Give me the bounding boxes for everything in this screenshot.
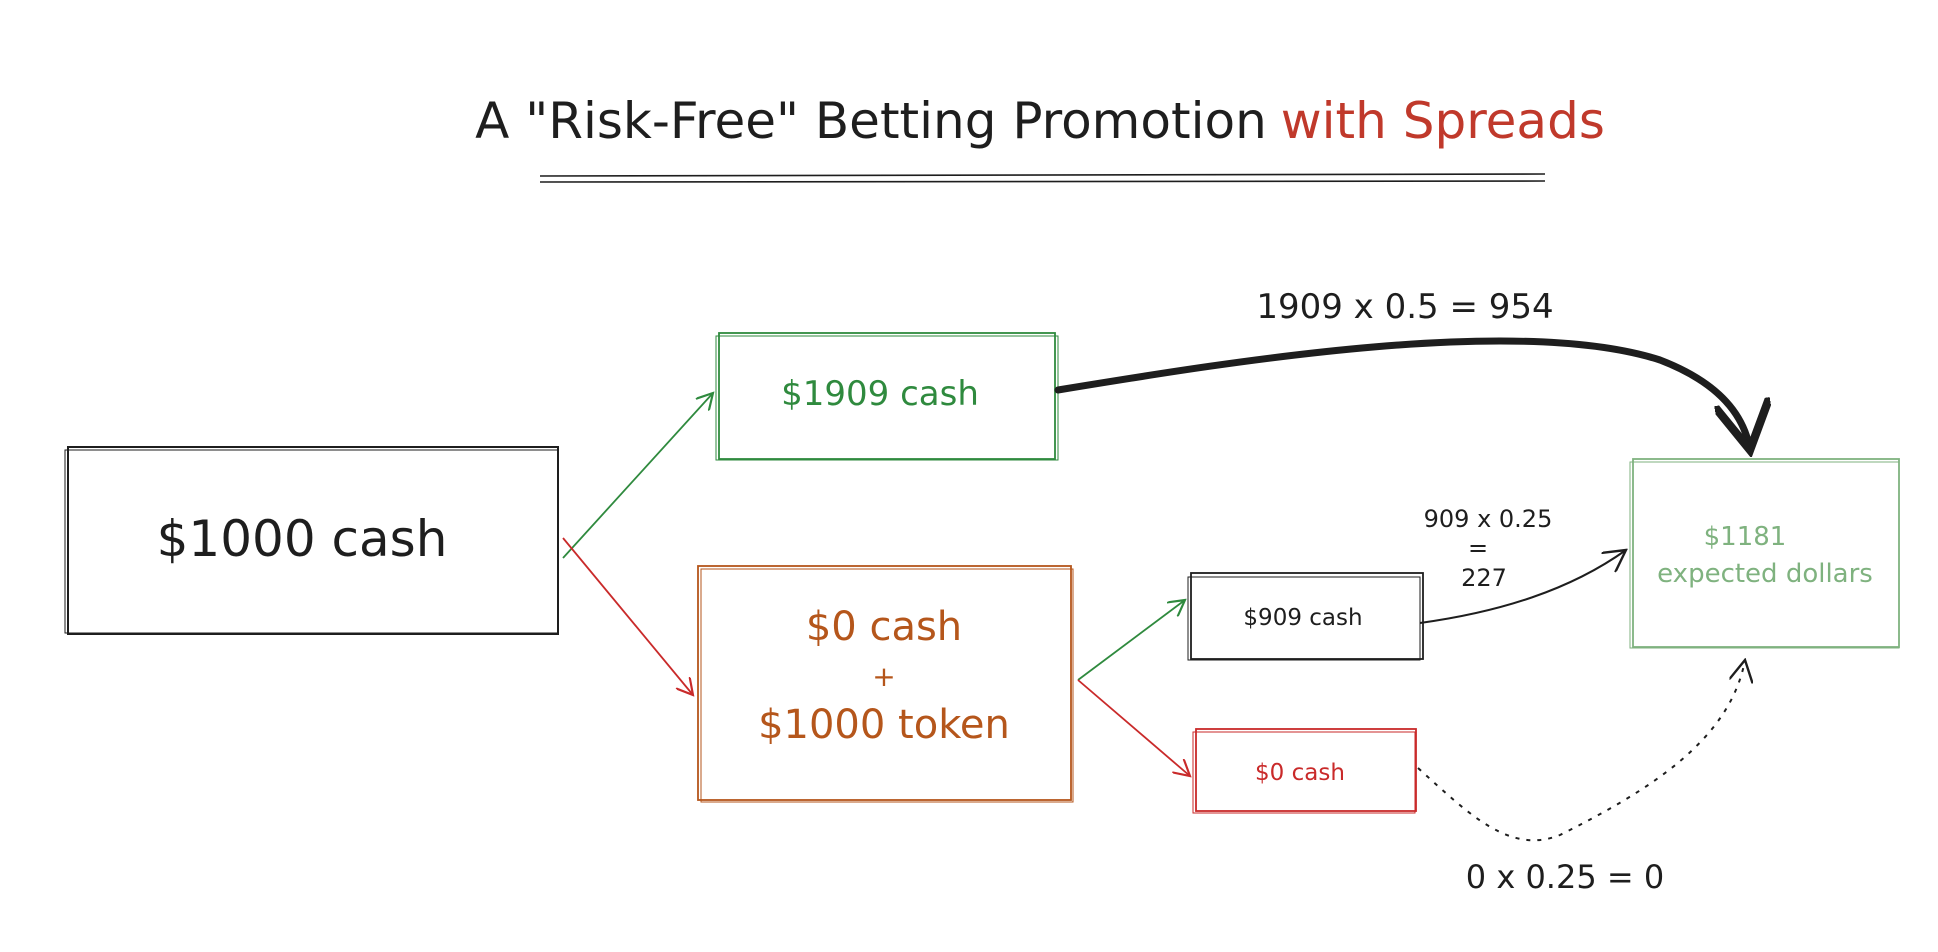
arrow-start-to-loss [562,537,693,695]
title-underline-2 [539,180,1546,183]
token-win-node: $909 cash [1187,572,1424,661]
token-win-calc-line3: 227 [1461,564,1507,592]
start-node-label: $1000 cash [157,510,448,568]
token-loss-calc-annotation: 0 x 0.25 = 0 [1466,858,1664,896]
result-node-line1: $1181 [1704,522,1787,552]
loss-node-line2: + [872,660,895,693]
token-loss-node-label: $0 cash [1255,760,1345,786]
token-loss-node: $0 cash [1192,728,1417,814]
start-node: $1000 cash [64,446,559,635]
result-node-line2: expected dollars [1657,559,1873,589]
win-node-label: $1909 cash [781,374,979,414]
token-win-node-label: $909 cash [1243,605,1362,631]
result-node: $1181 expected dollars [1629,458,1900,649]
token-win-calc-line2: = [1468,534,1488,562]
arrow-loss-to-token-win [1077,600,1185,681]
arrow-token-loss-to-result [1417,660,1745,842]
loss-node-line3: $1000 token [758,702,1010,748]
token-win-calc-line1: 909 x 0.25 [1424,505,1553,533]
arrow-win-to-result [1054,337,1750,450]
title-part1: A "Risk-Free" Betting Promotion [475,92,1267,150]
loss-node: $0 cash + $1000 token [697,565,1074,803]
win-calc-annotation: 1909 x 0.5 = 954 [1256,287,1553,327]
arrow-start-to-win [562,393,713,559]
loss-node-line1: $0 cash [806,604,962,650]
title-part2: with Spreads [1281,92,1605,150]
title-underline-1 [539,173,1546,177]
arrow-loss-to-token-loss [1077,679,1190,776]
win-node: $1909 cash [715,332,1059,461]
arrow-token-win-to-result [1419,550,1626,624]
